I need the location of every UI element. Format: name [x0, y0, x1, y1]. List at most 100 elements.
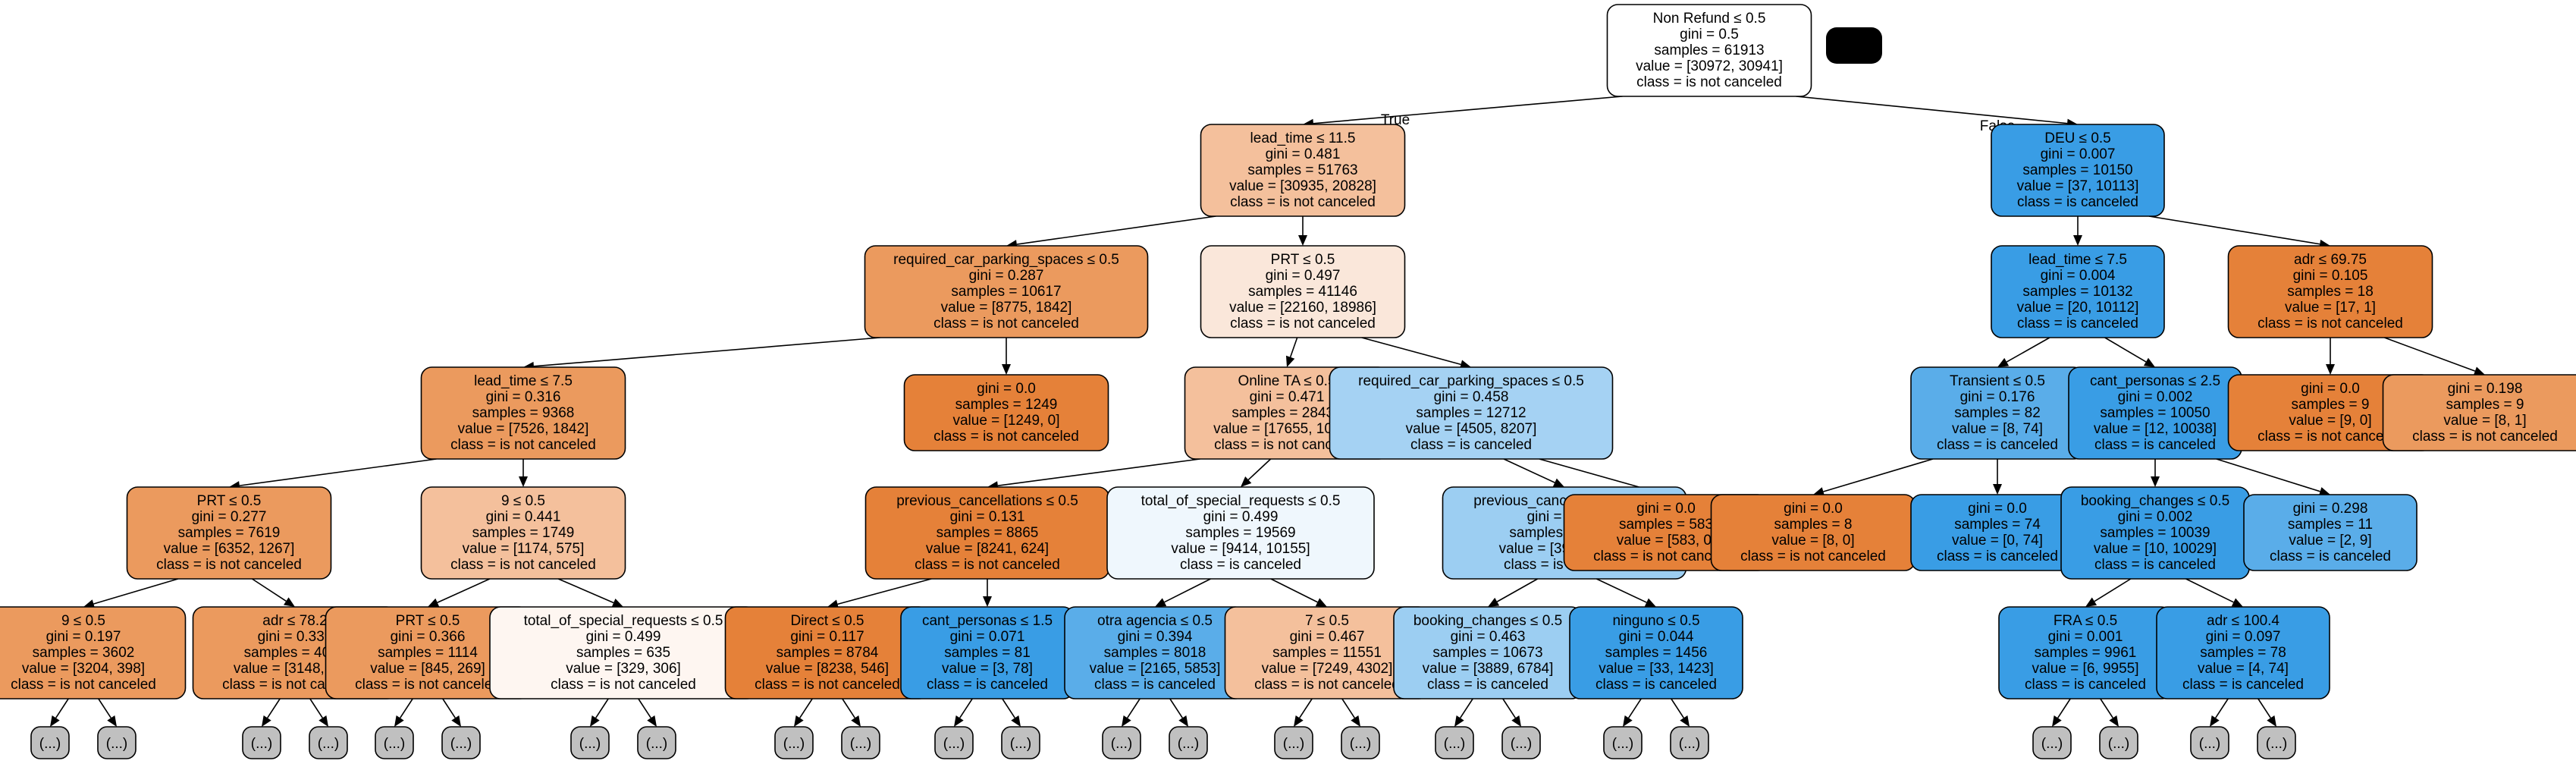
tree-edge	[1796, 96, 2068, 124]
truncated-subtree-label: (...)	[1010, 736, 1032, 752]
tree-node-line: samples = 12712	[1416, 405, 1526, 421]
truncated-subtree-label: (...)	[783, 736, 805, 752]
tree-edge	[2104, 337, 2147, 363]
tree-node-line: class = is canceled	[2025, 677, 2146, 693]
tree-node-line: Online TA ≤ 0.5	[1238, 373, 1335, 389]
tree-node-line: class = is not canceled	[933, 429, 1079, 445]
tree-edge-arrowhead	[1997, 357, 2010, 367]
tree-node-line: gini = 0.467	[1290, 629, 1365, 645]
tree-node-line: gini = 0.004	[2041, 268, 2116, 284]
tree-node-line: value = [7249, 4302]	[1262, 661, 1393, 677]
truncated-subtree-n27-left: (...)	[375, 726, 414, 759]
tree-edge-arrowhead	[83, 599, 96, 608]
tree-edge-truncated	[1671, 698, 1685, 718]
tree-node-line: 7 ≤ 0.5	[1305, 613, 1349, 629]
tree-edge-truncated	[1126, 698, 1141, 718]
tree-node-line: class = is canceled	[2017, 316, 2138, 332]
tree-edge-truncated-arrowhead	[451, 715, 461, 727]
tree-node-line: value = [583, 0]	[1617, 533, 1715, 549]
truncated-subtree-n33-left: (...)	[1435, 726, 1474, 759]
tree-node-line: samples = 7619	[178, 525, 281, 541]
tree-node-line: class = is canceled	[2270, 549, 2391, 564]
tree-node-line: value = [7526, 1842]	[458, 421, 589, 437]
truncated-subtree-box	[1001, 726, 1040, 759]
tree-node-line: class = is canceled	[1094, 677, 1216, 693]
tree-node-box	[1606, 4, 1812, 97]
truncated-subtree-n34-right: (...)	[1670, 726, 1709, 759]
tree-edge-arrowhead	[2143, 357, 2155, 367]
tree-edge-truncated	[2214, 698, 2229, 718]
tree-node-line: value = [10, 10029]	[2094, 541, 2217, 557]
tree-node-line: gini = 0.131	[950, 509, 1025, 525]
tree-node-line: gini = 0.071	[950, 629, 1025, 645]
tree-edge-truncated-arrowhead	[2210, 715, 2220, 727]
truncated-subtree-n35-right: (...)	[2099, 726, 2138, 759]
tree-edge	[1164, 578, 1211, 603]
tree-node-line: gini = 0.117	[790, 629, 864, 645]
tree-node-line: gini = 0.105	[2293, 268, 2368, 284]
tree-node-line: gini = 0.458	[1434, 389, 1509, 405]
tree-edge-truncated-arrowhead	[2109, 715, 2119, 727]
tree-node-line: gini = 0.0	[977, 381, 1036, 397]
tree-node-line: gini = 0.002	[2118, 389, 2193, 405]
tree-node-line: gini = 0.316	[486, 389, 561, 405]
tree-edge-truncated-arrowhead	[318, 715, 328, 727]
tree-node-line: samples = 10617	[951, 284, 1061, 300]
tree-node-line: ninguno ≤ 0.5	[1612, 613, 1699, 629]
tree-edge-arrowhead	[1488, 597, 1500, 607]
tree-node-line: value = [30972, 30941]	[1636, 58, 1783, 74]
tree-node-line: adr ≤ 78.2	[262, 613, 327, 629]
tree-node-line: gini = 0.0	[1636, 501, 1696, 517]
tree-node-line: value = [845, 269]	[370, 661, 485, 677]
tree-node-line: gini = 0.499	[1203, 509, 1279, 525]
truncated-subtree-label: (...)	[1178, 736, 1200, 752]
tree-node-line: gini = 0.339	[258, 629, 333, 645]
tree-edge-truncated	[595, 698, 609, 718]
tree-node-box	[1329, 366, 1614, 460]
tree-edge-truncated-arrowhead	[1178, 715, 1188, 727]
truncated-subtree-n28-left: (...)	[570, 726, 610, 759]
tree-edge-truncated-arrowhead	[1680, 715, 1690, 727]
tree-edge-arrowhead	[1813, 487, 1825, 496]
truncated-subtree-box	[2099, 726, 2138, 759]
truncated-subtrees: (...) (...) (...) (...) (...) (...) (...) (...)…	[30, 726, 2296, 759]
truncated-subtree-label: (...)	[1612, 736, 1634, 752]
truncated-subtree-box	[309, 726, 348, 759]
tree-edge	[2148, 215, 2320, 245]
tree-node-line: samples = 78	[2200, 645, 2286, 661]
truncated-subtree-box	[1603, 726, 1643, 759]
tree-edge-truncated-arrowhead	[1122, 715, 1131, 727]
tree-node-line: samples = 18	[2287, 284, 2374, 300]
tree-edge	[557, 578, 614, 604]
tree-node-line: samples = 3602	[33, 645, 135, 661]
tree-node-line: class = is not canceled	[755, 677, 900, 693]
truncated-subtree-label: (...)	[579, 736, 601, 752]
tree-edge-truncated	[399, 698, 413, 718]
tree-edge-truncated	[799, 698, 813, 718]
tree-node-line: samples = 10132	[2022, 284, 2132, 300]
tree-edge	[837, 578, 932, 605]
tree-edge-arrowhead	[283, 597, 295, 607]
tree-node-box	[2243, 494, 2418, 571]
tree-node-line: samples = 82	[1954, 405, 2041, 421]
tree-node-line: adr ≤ 100.4	[2207, 613, 2279, 629]
truncated-subtree-label: (...)	[2266, 736, 2288, 752]
tree-node-line: total_of_special_requests ≤ 0.5	[1141, 493, 1341, 509]
tree-edge-arrowhead	[519, 476, 528, 487]
tree-node-line: previous_cancellations ≤ 0.5	[896, 493, 1078, 509]
tree-node-line: value = [1249, 0]	[952, 413, 1059, 429]
tree-edge-truncated	[1298, 698, 1313, 718]
tree-node-line: value = [8, 1]	[2443, 413, 2526, 429]
tree-node-line: samples = 10673	[1432, 645, 1542, 661]
tree-node-box	[1106, 486, 1375, 580]
tree-edge-truncated-arrowhead	[1351, 715, 1360, 727]
tree-node-line: value = [2165, 5853]	[1090, 661, 1221, 677]
tree-node-line: DEU ≤ 0.5	[2044, 130, 2111, 146]
truncated-subtree-box	[375, 726, 414, 759]
truncated-subtree-label: (...)	[450, 736, 472, 752]
tree-node-line: class = is not canceled	[933, 316, 1079, 332]
